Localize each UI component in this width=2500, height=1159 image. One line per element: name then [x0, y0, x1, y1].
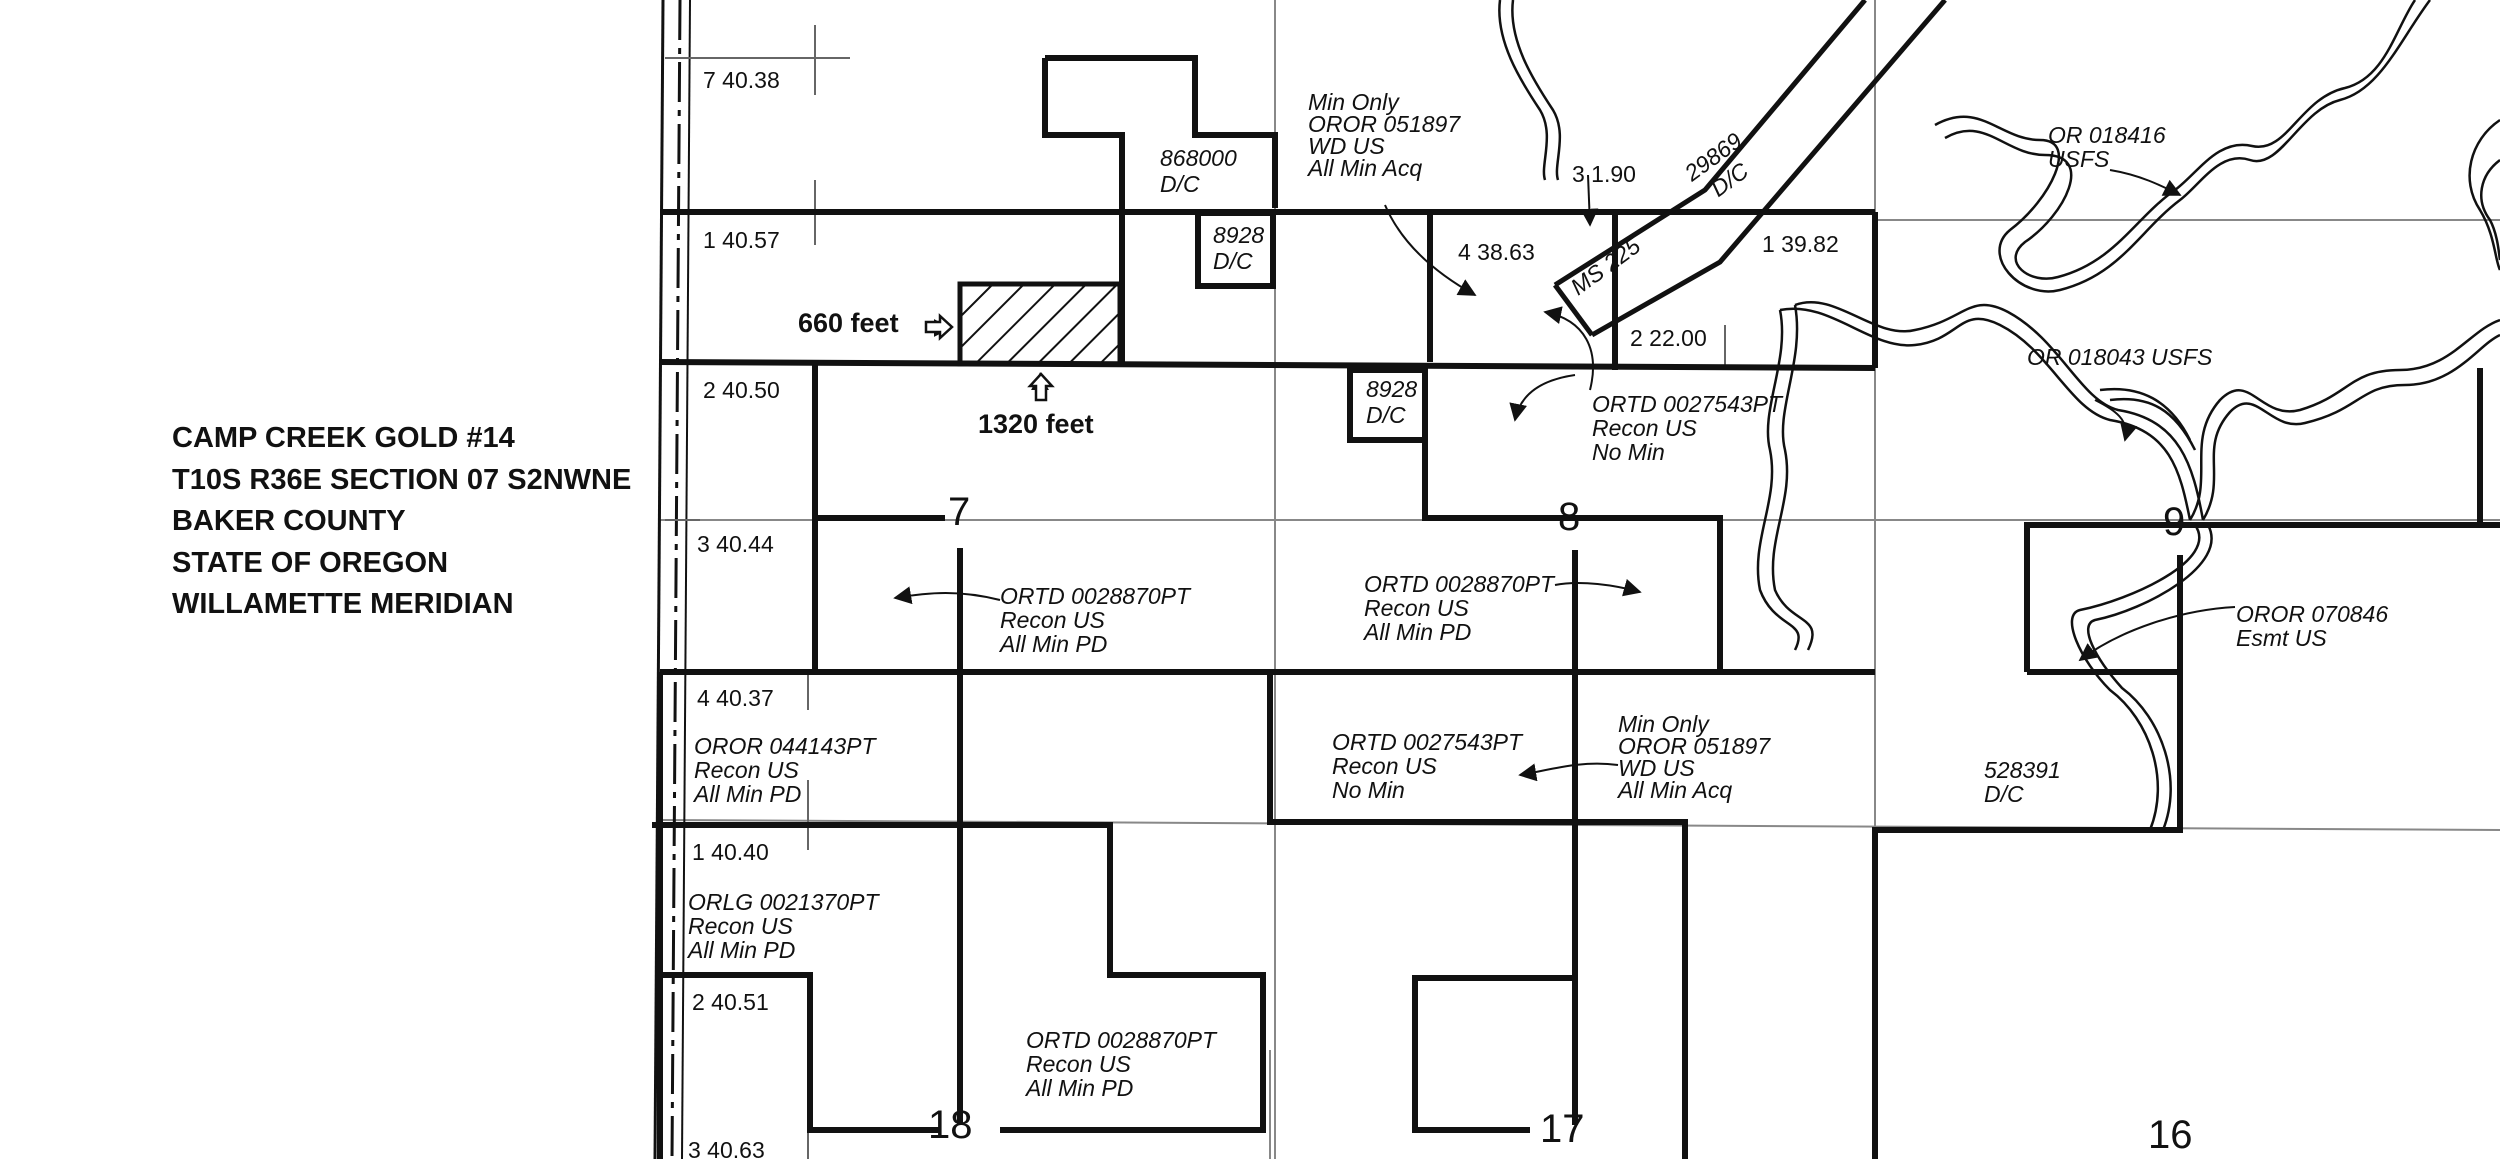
lot-label: 2 40.51 — [692, 989, 769, 1015]
lot-label: 2 40.50 — [703, 377, 780, 403]
meridian-name: WILLAMETTE MERIDIAN — [172, 588, 514, 620]
ms225-label: MS 225 — [1566, 232, 1646, 300]
ms225-corridor — [1552, 0, 1947, 338]
leader-arrows — [893, 169, 2236, 782]
claim-width-label: 660 feet — [798, 308, 899, 338]
county-name: BAKER COUNTY — [172, 505, 406, 537]
lot-label: 3 40.44 — [697, 531, 774, 557]
lot-label: 3 40.63 — [688, 1137, 765, 1159]
section-number: 9 — [2163, 500, 2185, 544]
section-number: 17 — [1540, 1107, 1585, 1151]
section-number: 8 — [1558, 495, 1580, 539]
section-numbers: 7 8 9 16 17 18 — [928, 490, 2193, 1157]
creeks — [1498, 0, 2500, 831]
title-block: CAMP CREEK GOLD #14 T10S R36E SECTION 07… — [172, 418, 631, 626]
state-name: STATE OF OREGON — [172, 546, 449, 579]
claim-name: CAMP CREEK GOLD #14 — [172, 422, 515, 454]
claim-length-label: 1320 feet — [978, 409, 1094, 439]
lot-label: 1 40.57 — [703, 227, 780, 253]
section-number: 7 — [948, 490, 970, 534]
legal-description: T10S R36E SECTION 07 S2NWNE — [172, 463, 632, 496]
lot-label: 7 40.38 — [703, 67, 780, 93]
dimension-arrows — [924, 313, 1055, 402]
lot-label: 1 40.40 — [692, 839, 769, 865]
lot-label: 4 40.37 — [697, 685, 774, 711]
lot-label: 3 1.90 — [1572, 161, 1636, 187]
section-number: 18 — [928, 1103, 973, 1147]
subject-claim — [957, 281, 1123, 367]
lot-label: 1 39.82 — [1762, 231, 1839, 257]
lot-label: 2 22.00 — [1630, 325, 1707, 351]
lot-labels: 7 40.38 1 40.57 2 40.50 3 40.44 4 40.37 … — [688, 67, 1839, 1159]
annotation: OR 018043 USFS — [2027, 344, 2213, 370]
section-number: 16 — [2148, 1113, 2193, 1157]
township-boundary — [653, 0, 691, 1159]
lot-label: 4 38.63 — [1458, 239, 1535, 265]
